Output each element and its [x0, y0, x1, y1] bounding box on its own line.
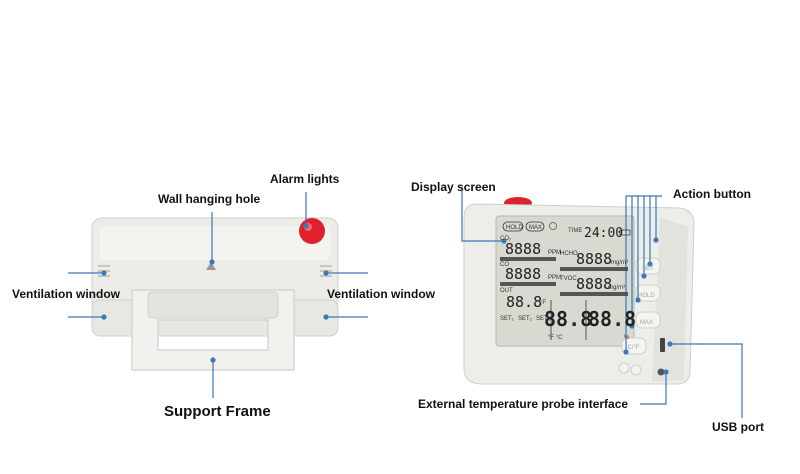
- lcd-co-unit: PPM: [548, 275, 561, 281]
- label-wall-hanging-hole: Wall hanging hole: [158, 192, 261, 206]
- lcd-max: MAX: [529, 225, 542, 231]
- label-support-frame: Support Frame: [164, 403, 271, 420]
- lcd-tvoc-value: 8888: [576, 275, 612, 293]
- lcd-hold: HOLD: [506, 225, 523, 231]
- alarm-light: [299, 218, 325, 244]
- lcd-big-temp-unit: °F °C: [548, 335, 563, 341]
- lcd-big-temp: 88.8: [544, 307, 592, 331]
- label-alarm-lights: Alarm lights: [270, 172, 340, 186]
- lcd-set3: SET₃: [536, 316, 551, 322]
- rear-view-device: [91, 217, 339, 371]
- label-probe-interface: External temperature probe interface: [418, 397, 629, 411]
- label-action-button: Action button: [673, 187, 751, 201]
- lcd-hcho-unit: mg/m³: [611, 260, 628, 266]
- label-display-screen: Display screen: [411, 180, 496, 194]
- btn-unit-label: °C/°F: [625, 345, 640, 351]
- lcd-set2: SET₂: [518, 316, 533, 322]
- button-print-labels: SET HOLD MAX °C/°F: [625, 266, 655, 351]
- lcd-co2-unit: PPM: [548, 250, 561, 256]
- lcd-temp-label: OUT: [500, 288, 513, 294]
- lcd-big-hum: 88.8: [588, 307, 636, 331]
- lcd-tvoc-label: TVOC: [560, 276, 577, 282]
- lcd-co-value: 8888: [505, 265, 541, 283]
- label-ventilation-right: Ventilation window: [327, 287, 435, 301]
- lcd-hcho-label: HCHO: [560, 251, 578, 257]
- leader-dots: [101, 223, 673, 375]
- lcd-temp-value: 88.8: [506, 293, 542, 311]
- lcd-co2-value: 8888: [505, 240, 541, 258]
- label-usb-port: USB port: [712, 420, 764, 434]
- leader-lines: [68, 188, 743, 418]
- side-buttons: [621, 257, 661, 355]
- lcd-content: HOLD MAX TIME 24:00 CO₂ 8888 PPM HCHO 88…: [500, 221, 636, 341]
- lcd-co2-label: CO₂: [500, 236, 512, 242]
- btn-max-label: MAX: [640, 320, 653, 326]
- usb-port: [660, 338, 665, 352]
- btn-hold-label: HOLD: [638, 293, 655, 299]
- lcd-set1: SET₁: [500, 316, 514, 322]
- lcd-hcho-value: 8888: [576, 250, 612, 268]
- probe-interface: [657, 368, 665, 376]
- rear-top-panel: [100, 226, 330, 260]
- lcd-time-value: 24:00: [584, 226, 623, 241]
- support-frame: [131, 289, 295, 371]
- lcd-co-label: CO: [500, 262, 509, 268]
- bottom-round-button: [618, 362, 630, 374]
- lcd-screen: [495, 215, 635, 347]
- label-ventilation-left: Ventilation window: [12, 287, 120, 301]
- lcd-temp-unit: °F: [540, 300, 546, 306]
- wall-hanging-hole: [206, 262, 216, 270]
- lcd-time-label: TIME: [568, 228, 582, 234]
- btn-set-label: SET: [642, 266, 654, 272]
- lcd-tvoc-unit: mg/m³: [608, 285, 625, 291]
- lcd-hum-unit: %: [624, 335, 630, 341]
